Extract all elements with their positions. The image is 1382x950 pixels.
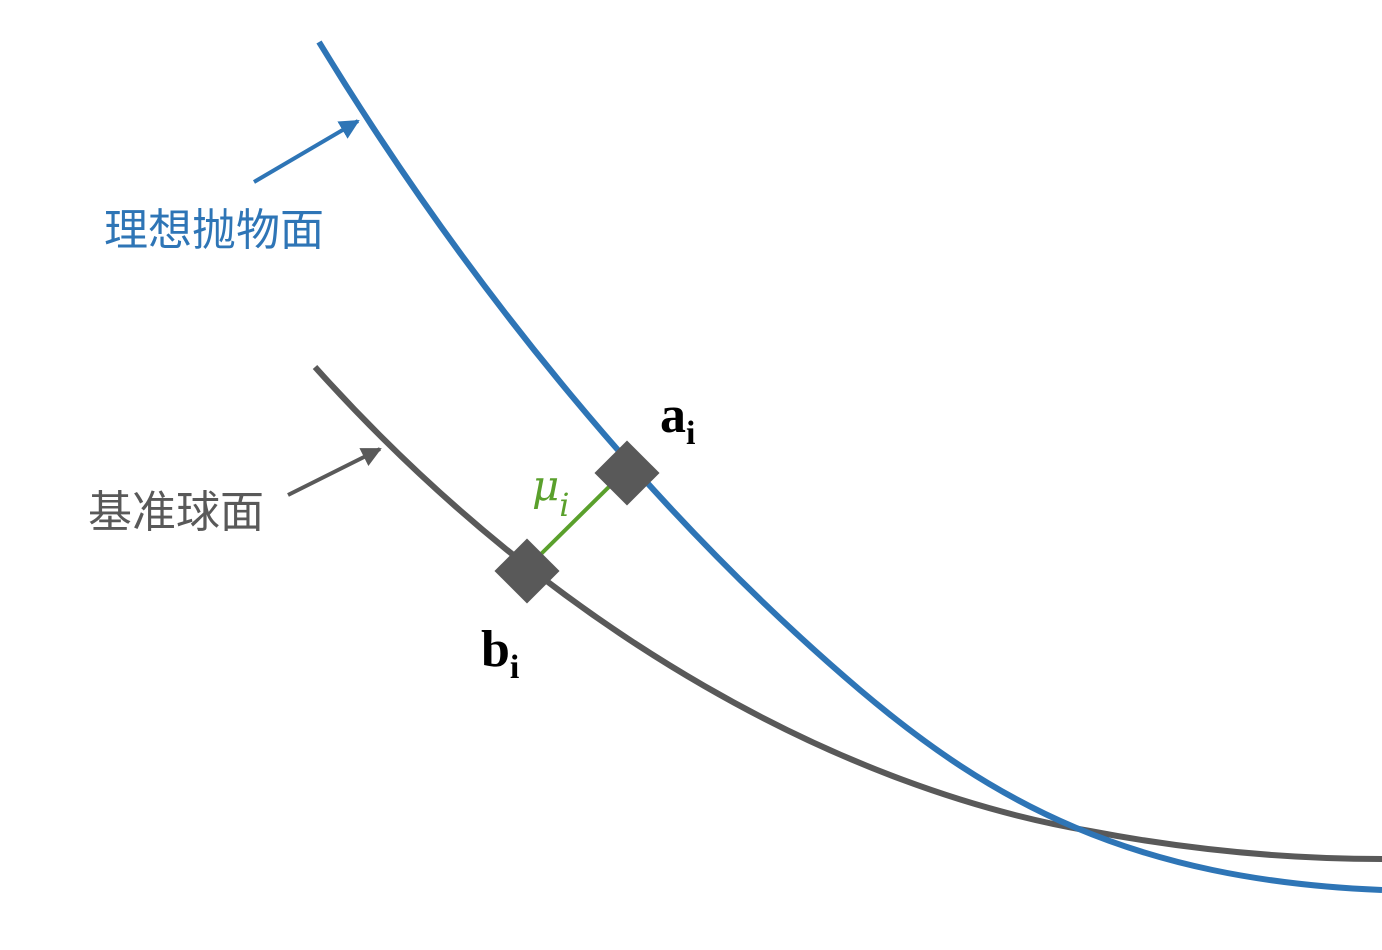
displacement-symbol: μ <box>532 461 559 510</box>
sphere-label: 基准球面 <box>88 487 264 538</box>
point-a-label: ai <box>660 387 695 452</box>
ideal-paraboloid-curve <box>316 40 1382 893</box>
point-b-letter: b <box>481 621 510 678</box>
sphere-leader-arrow <box>287 447 382 497</box>
point-a-subscript: i <box>686 415 695 452</box>
point-a-letter: a <box>660 387 686 444</box>
point-b-marker <box>494 538 560 604</box>
point-a-marker <box>594 440 660 506</box>
displacement-subscript: i <box>559 486 569 524</box>
point-b-subscript: i <box>510 649 519 686</box>
point-b-label: bi <box>481 621 519 686</box>
reference-sphere-curve <box>312 364 1382 862</box>
paraboloid-label: 理想抛物面 <box>104 205 324 256</box>
displacement-label: μi <box>532 461 570 524</box>
paraboloid-leader-arrow <box>252 119 360 184</box>
